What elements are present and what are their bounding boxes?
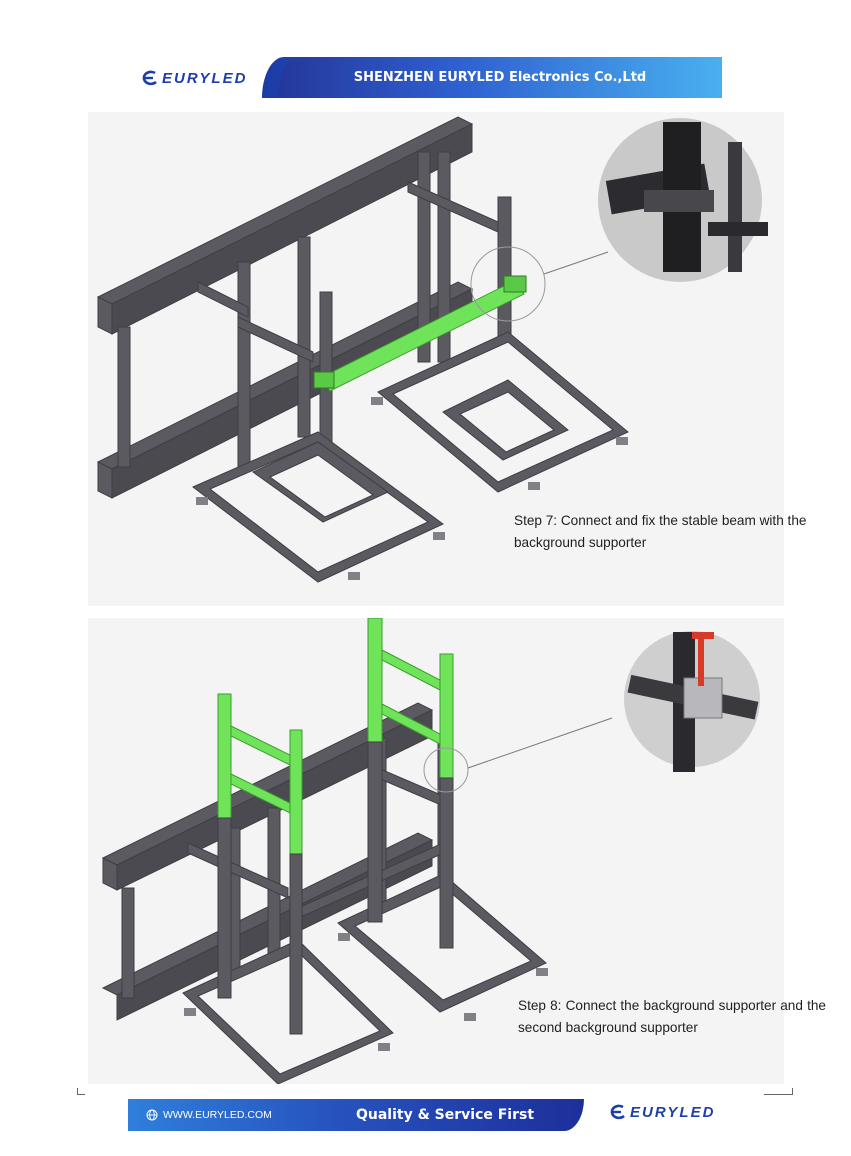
footer-website[interactable]: WWW.EURYLED.COM <box>146 1099 272 1131</box>
footer-slogan: Quality & Service First <box>355 1107 535 1123</box>
header-company-name: SHENZHEN EURYLED Electronics Co.,Ltd <box>353 70 647 85</box>
euryled-logo-mark-icon <box>142 70 157 86</box>
footer-band <box>128 1099 584 1131</box>
step7-illustration <box>88 112 784 606</box>
header-band-inner <box>278 57 722 98</box>
step7-caption: Step 7: Connect and fix the stable beam … <box>514 513 807 550</box>
header-logo: EURYLED <box>140 66 247 90</box>
step8-caption: Step 8: Connect the background supporter… <box>518 998 826 1035</box>
footer-website-text: WWW.EURYLED.COM <box>163 1109 272 1121</box>
header-logo-text: EURYLED <box>162 69 248 87</box>
globe-icon <box>146 1109 158 1121</box>
crop-mark-right <box>764 1088 793 1095</box>
euryled-logo-mark-icon <box>610 1104 625 1120</box>
crop-mark-left <box>77 1088 85 1095</box>
footer-logo: EURYLED <box>608 1101 715 1123</box>
footer-logo-text: EURYLED <box>630 1103 716 1121</box>
step8-illustration <box>88 618 784 1084</box>
